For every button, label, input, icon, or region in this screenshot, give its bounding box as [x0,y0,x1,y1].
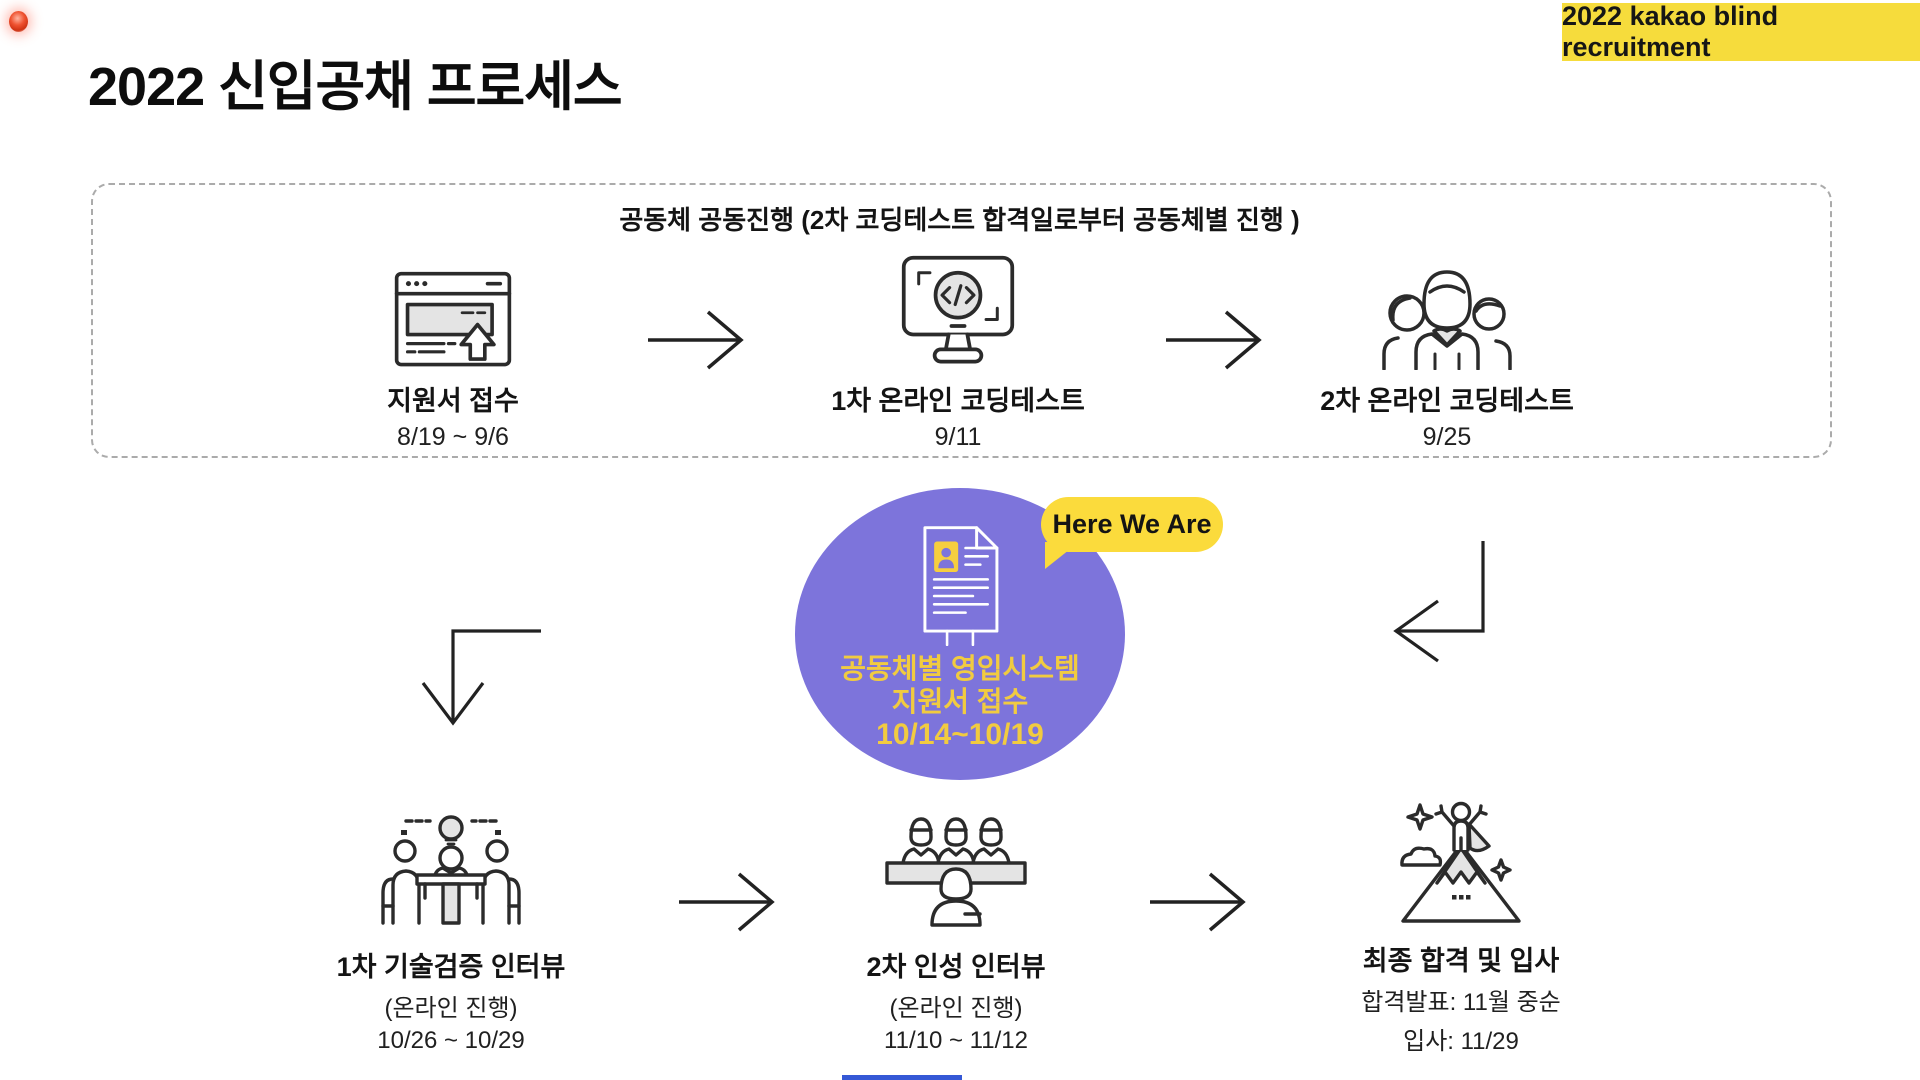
step-title: 1차 온라인 코딩테스트 [831,386,1085,416]
people-trio-icon [1382,270,1512,370]
step-sub: 합격발표: 11월 중순 [1361,989,1561,1016]
step-tech-interview: 1차 기술검증 인터뷰 (온라인 진행) 10/26 ~ 10/29 [241,804,661,1055]
step-first-coding-test: 1차 온라인 코딩테스트 9/11 [748,250,1168,452]
stage-line-3: 10/14~10/19 [876,718,1044,751]
step-sub: (온라인 진행) [889,995,1023,1022]
meeting-discussion-icon [381,815,521,925]
progress-bar-fragment [842,1075,962,1080]
step-second-coding-test: 2차 온라인 코딩테스트 9/25 [1237,250,1657,452]
joint-process-box [91,183,1832,458]
arrow-elbow-left-icon [1393,541,1485,663]
step-date: 8/19 ~ 9/6 [397,423,509,451]
step-personality-interview: 2차 인성 인터뷰 (온라인 진행) 11/10 ~ 11/12 [746,804,1166,1055]
step-title: 지원서 접수 [387,386,519,416]
step-title: 2차 온라인 코딩테스트 [1320,386,1574,416]
joint-process-caption: 공동체 공동진행 (2차 코딩테스트 합격일로부터 공동체별 진행 ) [619,205,1300,235]
page-title: 2022 신입공채 프로세스 [88,57,623,117]
step-title: 1차 기술검증 인터뷰 [336,952,566,982]
step-date: 11/10 ~ 11/12 [884,1027,1028,1054]
arrow-right-icon [1166,310,1262,370]
panel-interview-icon [885,817,1027,927]
browser-upload-icon [394,271,512,367]
application-document-icon [923,526,999,646]
step-date: 입사: 11/29 [1403,1028,1519,1055]
arrow-right-icon [679,872,775,932]
step-sub: (온라인 진행) [384,995,518,1022]
stage-line-1: 공동체별 영입시스템 [840,653,1080,684]
arrow-elbow-down-icon [421,629,541,726]
summit-success-icon [1400,801,1521,923]
arrow-right-icon [648,310,744,370]
laser-pointer-dot [9,11,28,32]
step-title: 최종 합격 및 입사 [1362,946,1560,976]
monitor-code-icon [901,255,1015,364]
step-application-submission: 지원서 접수 8/19 ~ 9/6 [243,250,663,452]
step-date: 10/26 ~ 10/29 [377,1027,525,1054]
arrow-right-icon [1150,872,1246,932]
here-we-are-bubble: Here We Are [1041,497,1223,552]
step-date: 9/25 [1422,423,1472,451]
recruitment-badge: 2022 kakao blind recruitment [1562,1,1920,62]
step-title: 2차 인성 인터뷰 [866,952,1046,982]
stage-line-2: 지원서 접수 [891,686,1029,717]
step-final-pass: 최종 합격 및 입사 합격발표: 11월 중순 입사: 11/29 [1251,798,1671,1056]
step-date: 9/11 [934,423,982,451]
